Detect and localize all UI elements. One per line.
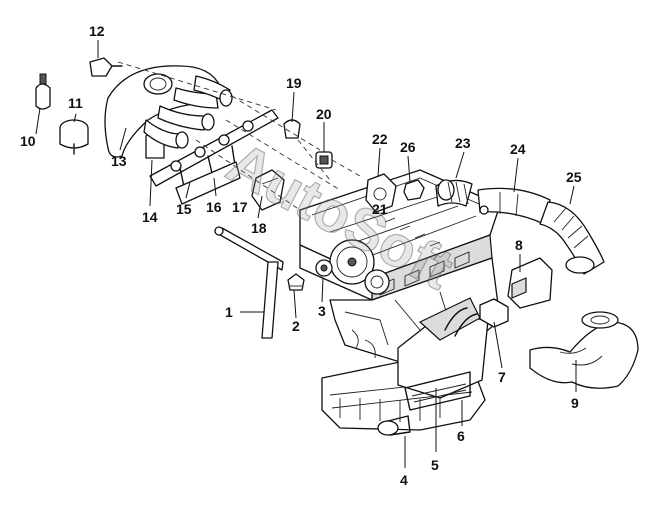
fuel-rail (149, 109, 279, 187)
callout-16: 16 (206, 199, 222, 215)
callout-8: 8 (515, 237, 523, 253)
intake-plenum (397, 297, 489, 411)
callout-6: 6 (457, 428, 465, 444)
canister-valve-11 (59, 119, 89, 155)
intake-manifold-13 (104, 65, 233, 158)
callout-15: 15 (176, 201, 192, 217)
callout-13: 13 (111, 153, 127, 169)
callout-22: 22 (372, 131, 388, 147)
callout-23: 23 (455, 135, 471, 151)
callout-5: 5 (431, 457, 439, 473)
sensor-26 (403, 179, 425, 201)
valve-10 (35, 73, 51, 110)
callout-14: 14 (142, 209, 158, 225)
callout-10: 10 (20, 133, 36, 149)
leader-lines (35, 40, 577, 468)
callout-25: 25 (566, 169, 582, 185)
callout-2: 2 (292, 318, 300, 334)
intake-hose-23 (435, 179, 473, 207)
air-flow-meter (507, 257, 553, 309)
callout-26: 26 (400, 139, 416, 155)
water-outlet-19 (283, 119, 301, 139)
exhaust-manifold (529, 311, 639, 389)
assembly-lines (117, 61, 361, 211)
callout-17: 17 (232, 199, 248, 215)
air-duct-24 (477, 187, 551, 225)
callout-20: 20 (316, 106, 332, 122)
injector-bracket (175, 145, 241, 205)
callout-4: 4 (400, 472, 408, 488)
callout-3: 3 (318, 303, 326, 319)
check-valve-12 (89, 57, 123, 77)
callout-labels: 1 2 3 4 5 6 7 8 9 10 11 12 13 14 15 16 1… (20, 23, 582, 488)
callout-21: 21 (372, 201, 388, 217)
callout-18: 18 (251, 220, 267, 236)
callout-9: 9 (571, 395, 579, 411)
distributor-18 (251, 169, 285, 211)
callout-19: 19 (286, 75, 302, 91)
throttle-body (377, 415, 411, 436)
intake-boot-25 (539, 201, 605, 275)
pressure-switch (315, 259, 333, 277)
dipstick (214, 226, 284, 339)
idle-air-valve (479, 298, 509, 328)
callout-24: 24 (510, 141, 526, 157)
temperature-sensor (287, 273, 305, 291)
thermostat-20 (315, 151, 333, 169)
callout-11: 11 (68, 95, 83, 111)
callout-1: 1 (225, 304, 233, 320)
callout-12: 12 (89, 23, 105, 39)
coolant-housing-22 (365, 173, 397, 213)
callout-7: 7 (498, 369, 506, 385)
